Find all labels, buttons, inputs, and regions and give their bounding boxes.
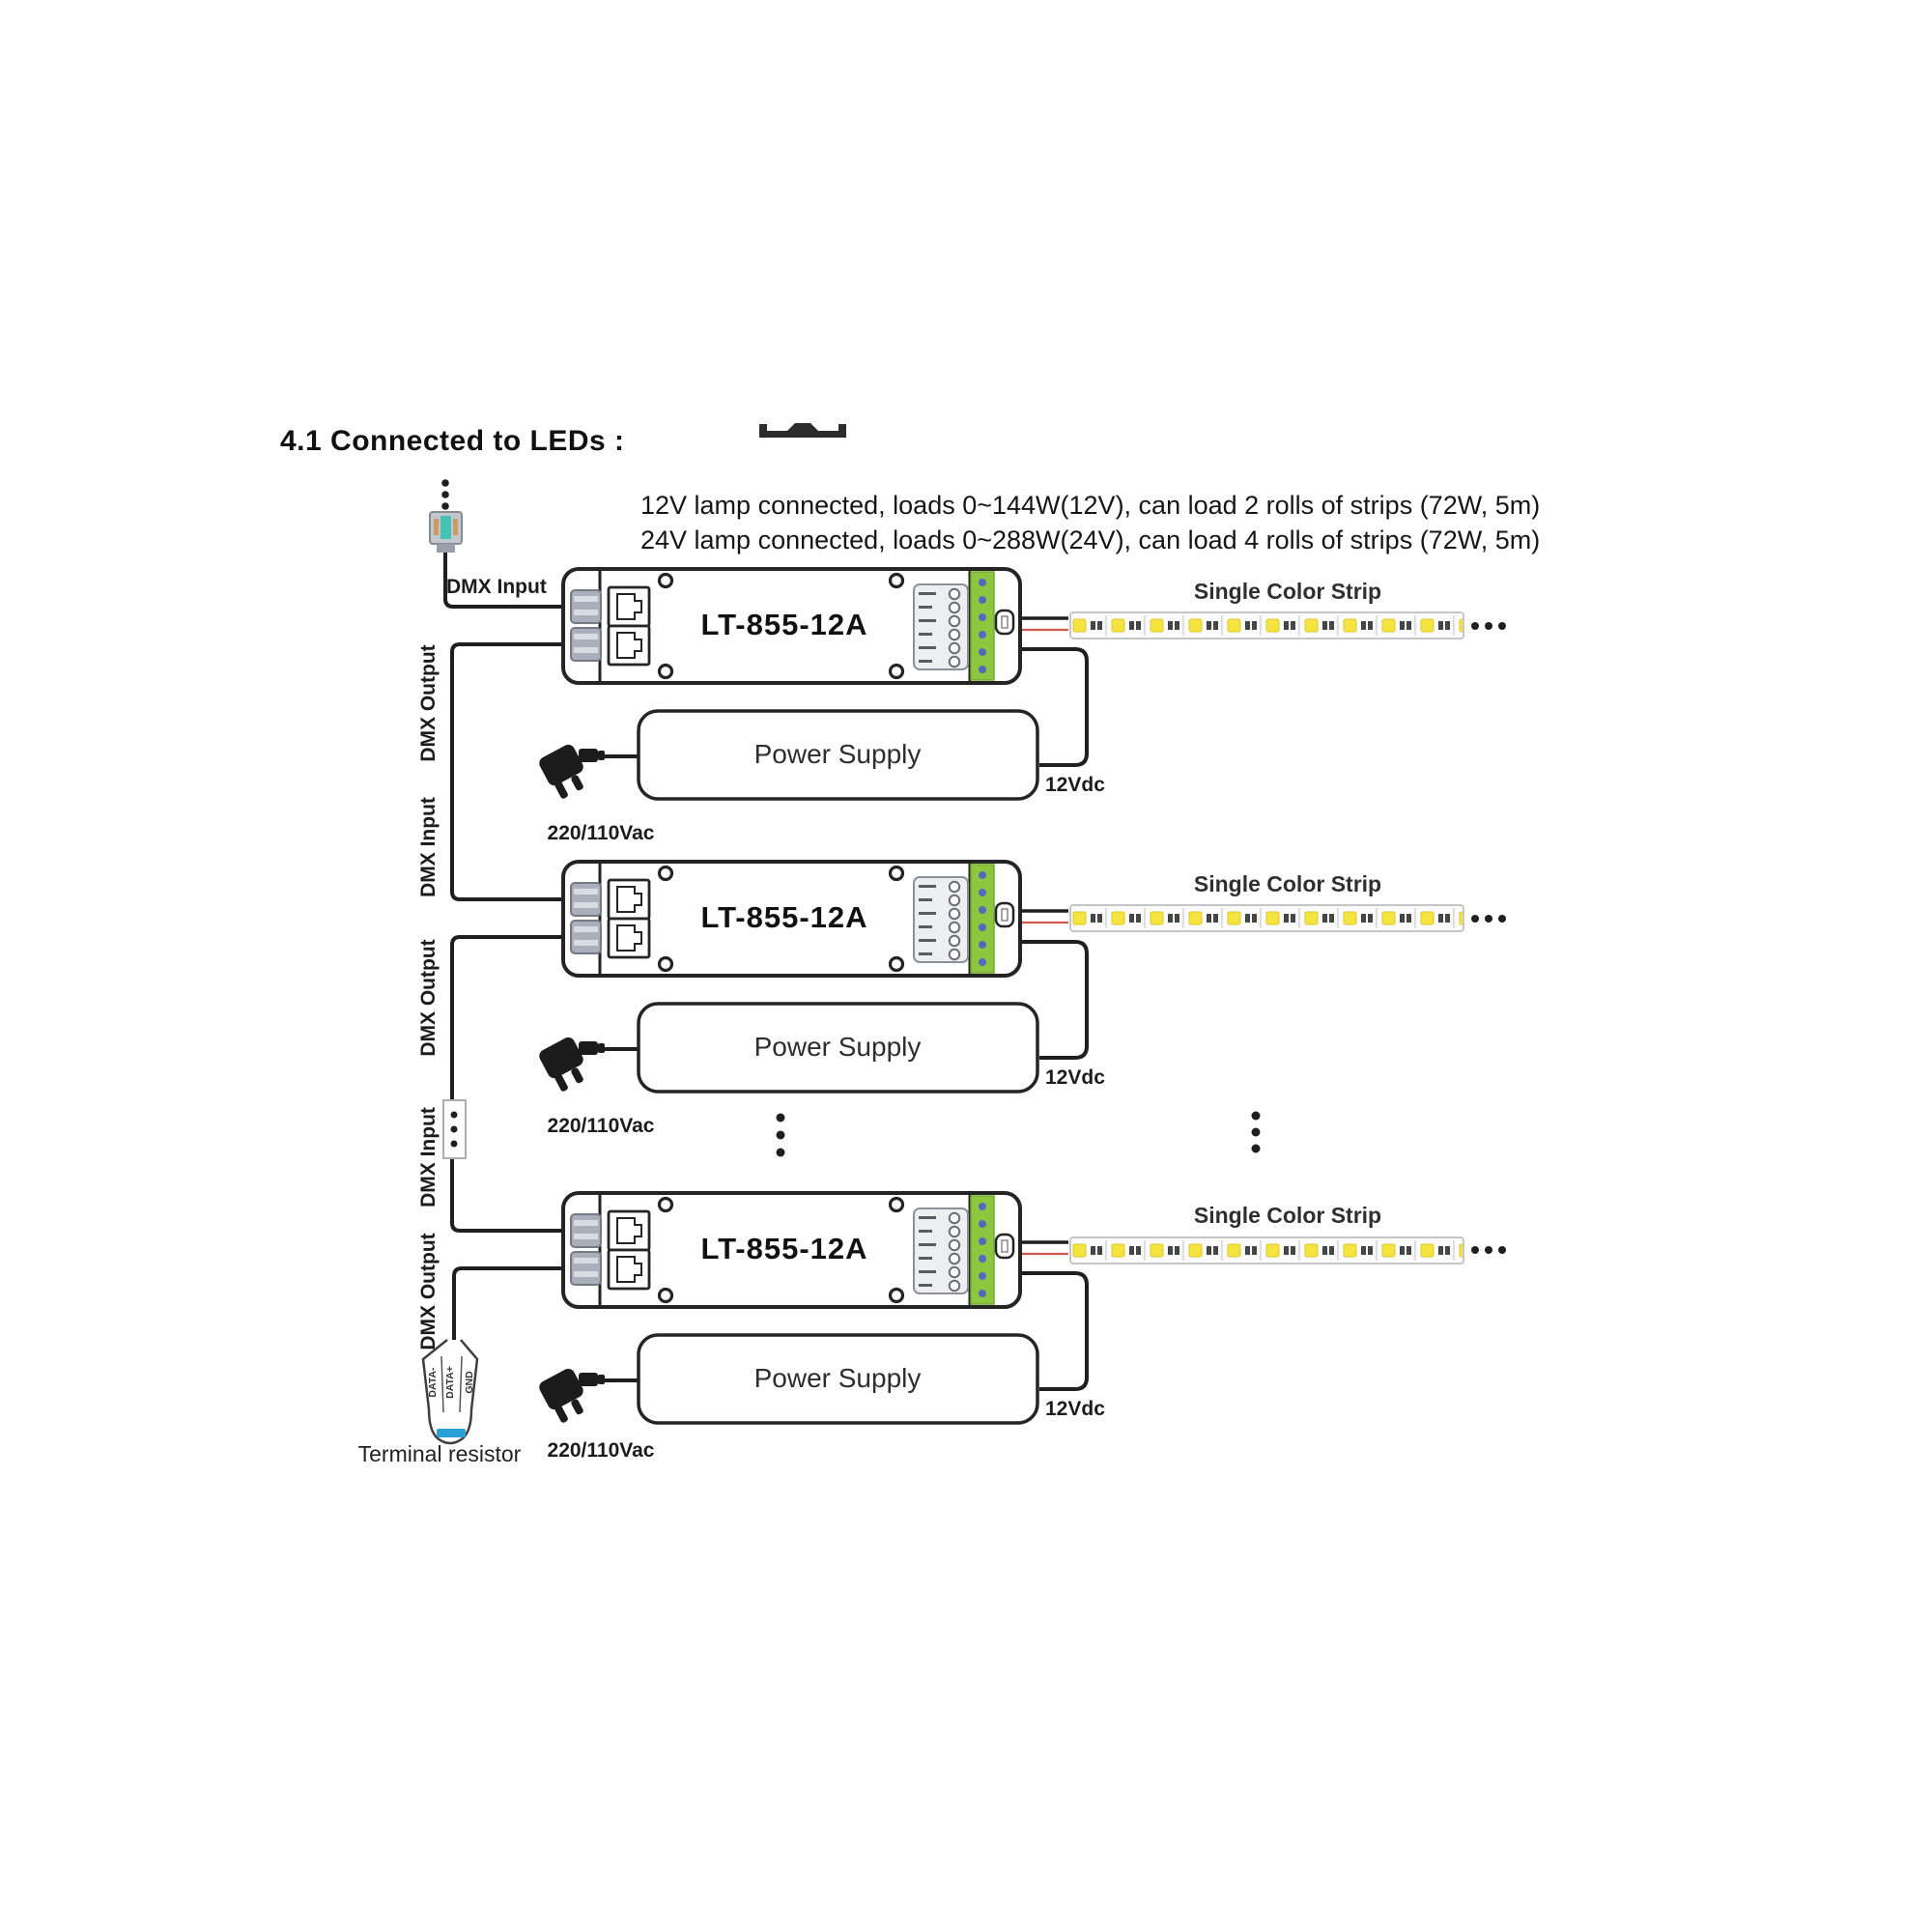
pin-label-data-minus: DATA- — [427, 1367, 439, 1398]
wire-dmx-input-1 — [443, 553, 573, 609]
terminal-resistor-icon — [421, 1339, 479, 1445]
dmx-input-label-1: DMX Input — [446, 576, 547, 598]
dmx-output-label-1: DMX Output — [417, 644, 440, 762]
wire-dmx-output-last — [452, 1266, 573, 1341]
dc-label-3: 12Vdc — [1045, 1398, 1105, 1420]
dc-label-2: 12Vdc — [1045, 1066, 1105, 1089]
decoder-model-2: LT-855-12A — [700, 900, 868, 934]
led-strip-2 — [1069, 904, 1464, 932]
dmx-source-connector-icon — [429, 511, 463, 553]
more-units-ellipsis-right — [1251, 1111, 1261, 1153]
dmx-output-label-3: DMX Output — [417, 1233, 440, 1350]
ac-label-2: 220/110Vac — [547, 1115, 655, 1137]
power-supply-label-1: Power Supply — [753, 739, 922, 769]
pin-label-data-plus: DATA+ — [444, 1366, 456, 1399]
power-supply-label-2: Power Supply — [753, 1032, 922, 1062]
resistor-band — [437, 1429, 466, 1437]
power-supply-label-3: Power Supply — [753, 1363, 922, 1393]
strip-label-2: Single Color Strip — [1193, 871, 1382, 896]
bracket-icon — [759, 423, 846, 438]
inline-cable-connector — [442, 1099, 467, 1159]
dmx-input-label-2: DMX Input — [417, 797, 440, 897]
note-line-1: 12V lamp connected, loads 0~144W(12V), c… — [640, 491, 1541, 520]
dmx-source-ellipsis — [441, 479, 449, 510]
wire-dmx-link-2-3 — [450, 935, 573, 1233]
page-title: 4.1 Connected to LEDs : — [280, 425, 625, 457]
decoder-model-3: LT-855-12A — [700, 1232, 868, 1265]
dc-label-1: 12Vdc — [1045, 774, 1105, 796]
note-line-2: 24V lamp connected, loads 0~288W(24V), c… — [640, 526, 1541, 554]
load-notes: 12V lamp connected, loads 0~144W(12V), c… — [640, 488, 1540, 557]
strip-label-1: Single Color Strip — [1193, 579, 1382, 604]
ac-label-3: 220/110Vac — [547, 1439, 655, 1462]
strip-label-3: Single Color Strip — [1193, 1203, 1382, 1228]
terminal-resistor-label: Terminal resistor — [357, 1441, 522, 1466]
led-strip-3 — [1069, 1236, 1464, 1264]
dmx-input-label-3: DMX Input — [417, 1107, 440, 1208]
wire-dmx-link-1-2 — [450, 642, 573, 901]
ac-label-1: 220/110Vac — [547, 822, 655, 844]
more-units-ellipsis-left — [776, 1113, 785, 1157]
decoder-model-1: LT-855-12A — [700, 608, 868, 641]
dmx-output-label-2: DMX Output — [417, 939, 440, 1057]
led-strip-1 — [1069, 611, 1464, 639]
pin-label-gnd: GND — [464, 1371, 475, 1394]
